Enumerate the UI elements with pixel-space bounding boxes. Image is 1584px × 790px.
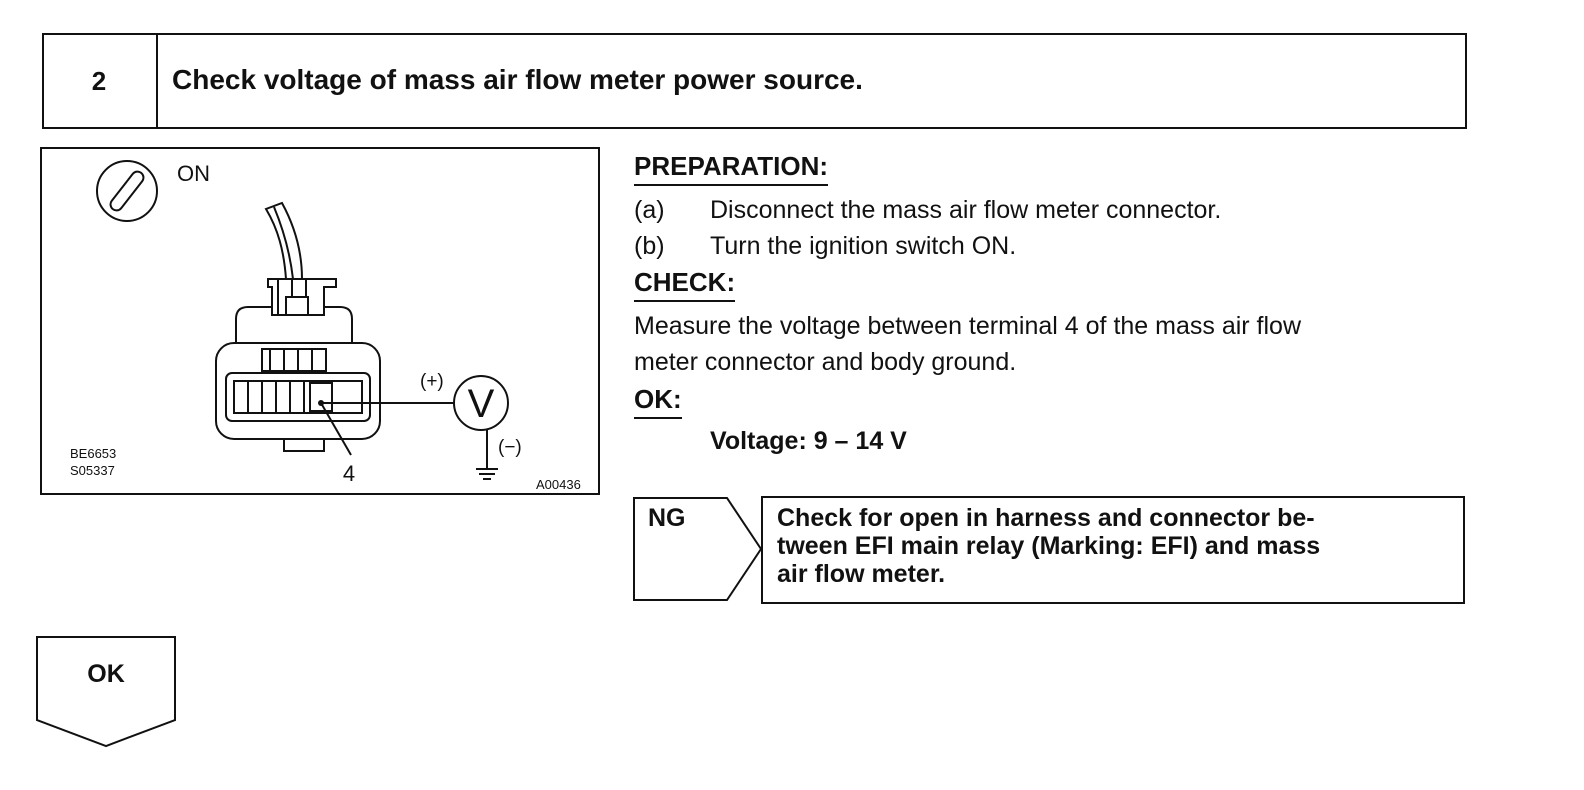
step-number: 2 [91,65,107,96]
ng-result-line-3: air flow meter. [777,560,946,588]
step-header-box [42,33,1467,129]
terminal-label: 4 [343,461,355,486]
check-text-line-2: meter connector and body ground. [634,348,1017,376]
meter-symbol: V [468,382,495,426]
preparation-item-a: (a) Disconnect the mass air flow meter c… [634,196,1464,226]
figure-code-3: A00436 [536,477,581,492]
preparation-heading: PREPARATION: [634,151,829,186]
wiring-figure: ON V (+) (−) 4 BE6653 [40,147,600,495]
item-text: Disconnect the mass air flow meter conne… [710,196,1222,224]
item-text: Turn the ignition switch ON. [710,232,1017,260]
plus-label: (+) [420,371,444,392]
preparation-item-b: (b) Turn the ignition switch ON. [634,232,1464,262]
ng-result-box: Check for open in harness and connector … [761,496,1465,604]
ng-label: NG [648,504,686,532]
check-heading: CHECK: [634,267,736,302]
check-text-line-1: Measure the voltage between terminal 4 o… [634,312,1302,340]
step-title: Check voltage of mass air flow meter pow… [172,64,863,95]
item-label: (b) [634,232,665,260]
ng-result-line-1: Check for open in harness and connector … [777,504,1315,532]
figure-code-1: BE6653 [70,446,116,461]
switch-label: ON [177,161,210,186]
probe-tip [318,400,324,406]
ground-icon [476,430,498,480]
ok-tab-label: OK [87,660,125,688]
ok-arrow-tab [36,636,176,748]
ng-arrow-tab [633,497,763,601]
connector-icon [215,201,381,452]
terminal-leader-line [320,402,352,456]
minus-label: (−) [498,437,522,458]
step-header-divider [156,33,158,129]
voltage-spec: Voltage: 9 – 14 V [710,427,907,455]
ng-result-line-2: tween EFI main relay (Marking: EFI) and … [777,532,1321,560]
voltmeter-icon: V [453,375,509,431]
item-label: (a) [634,196,665,224]
figure-code-2: S05337 [70,463,115,478]
ignition-switch-icon [96,160,158,222]
ok-heading: OK: [634,384,682,419]
